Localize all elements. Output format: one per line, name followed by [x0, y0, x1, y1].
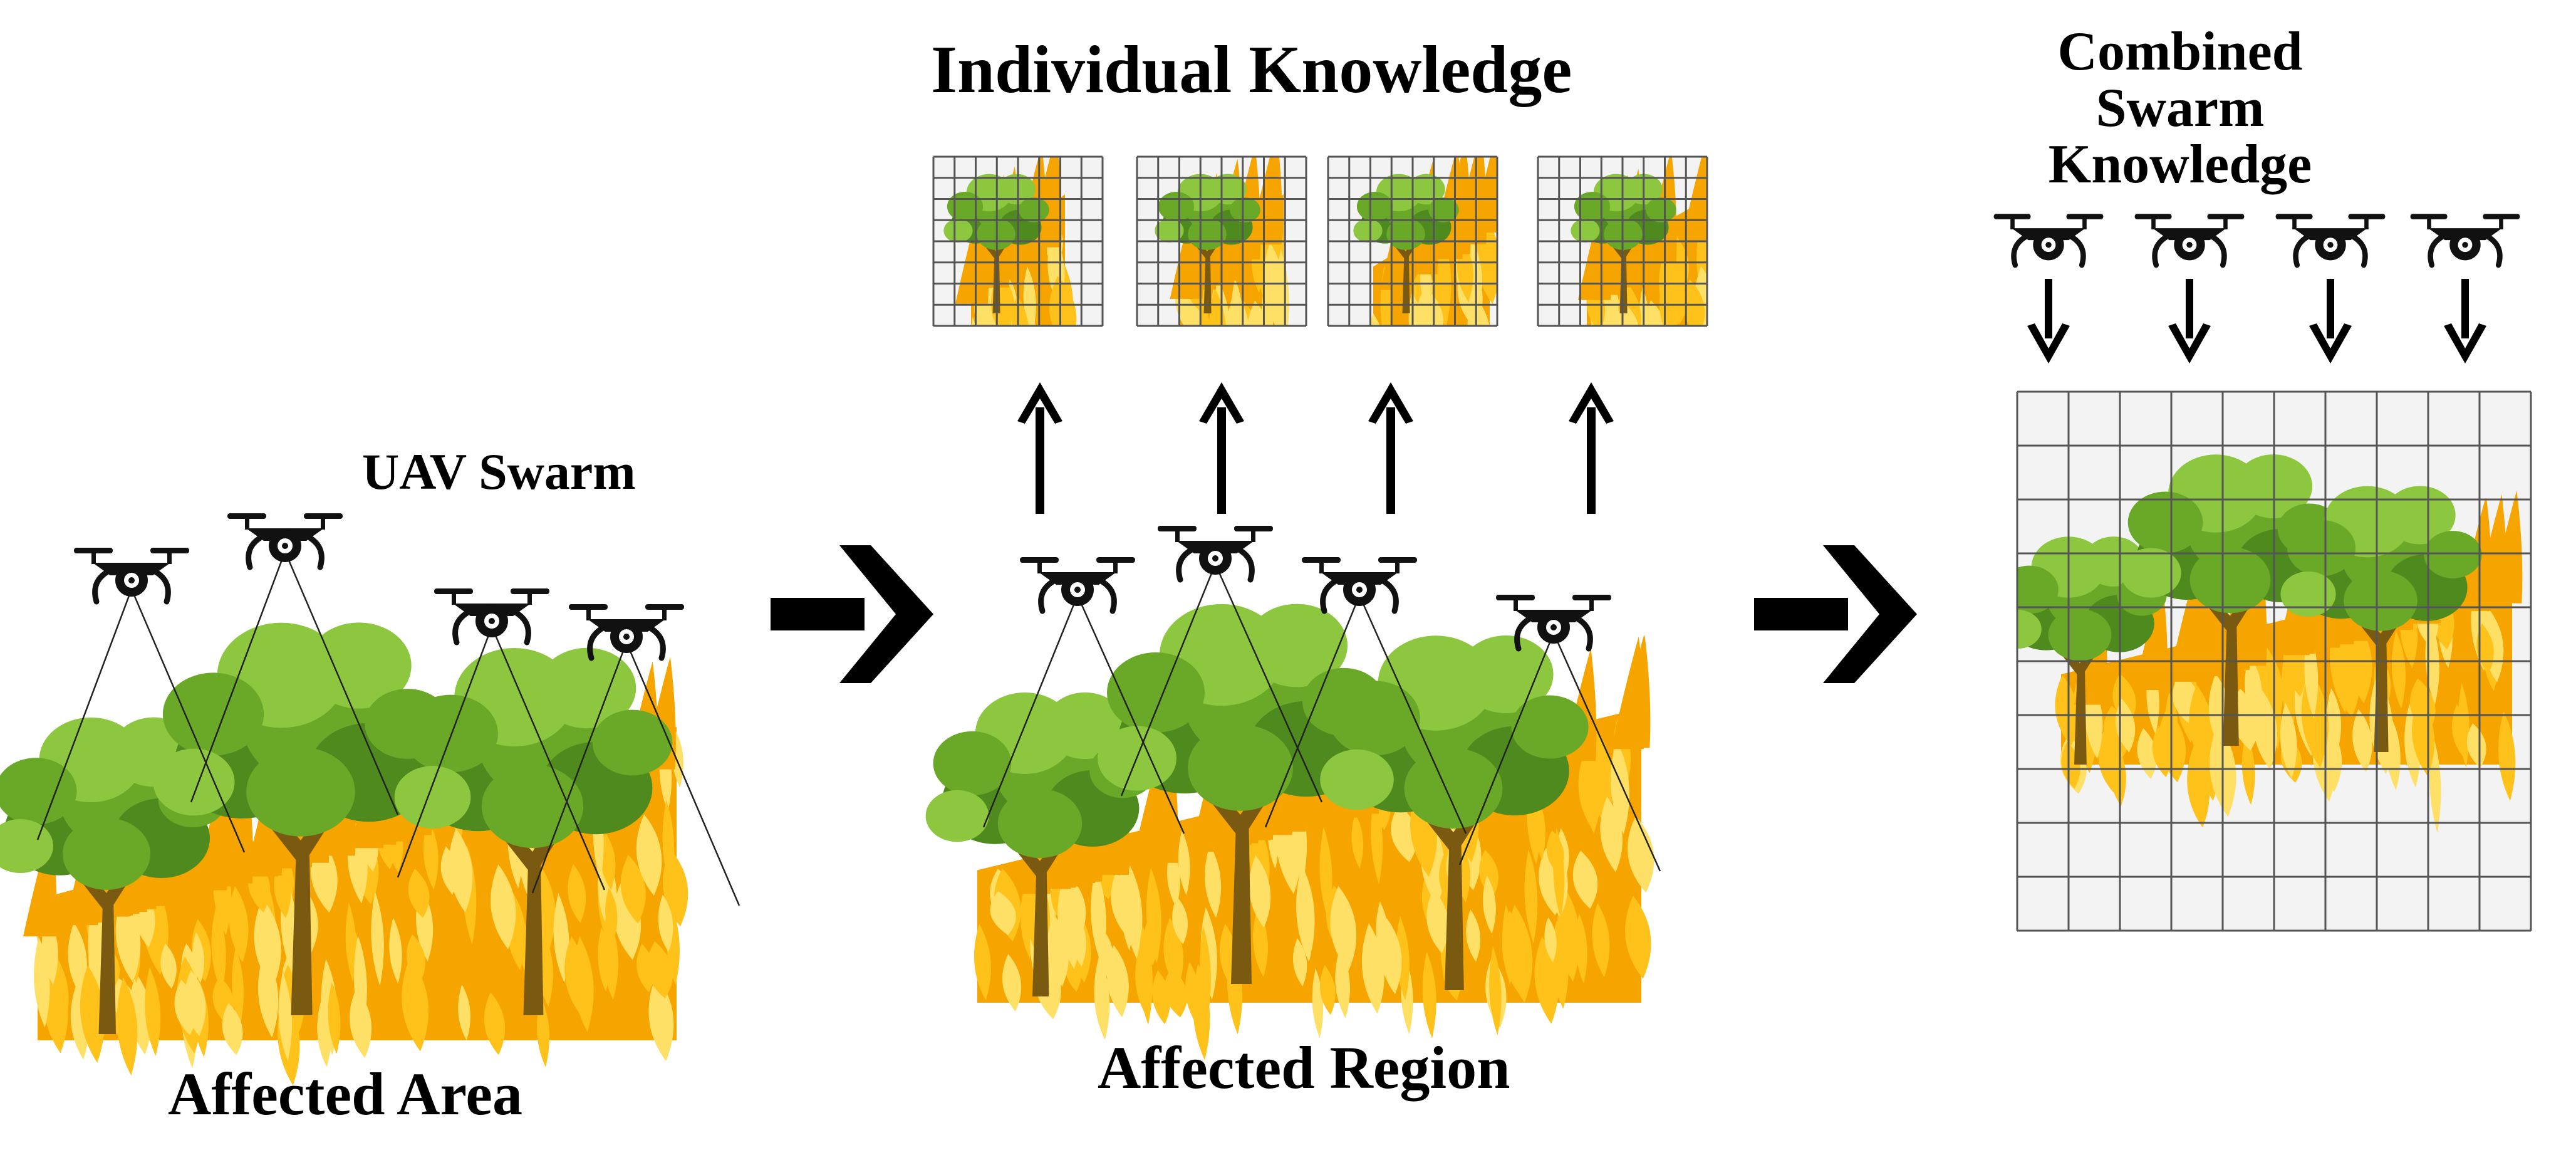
- drone-icon: [2410, 214, 2520, 268]
- tree-icon: [943, 174, 1049, 313]
- arrow-right-icon: [771, 545, 933, 683]
- drone-icon: [227, 513, 343, 570]
- affected-region-label: Affected Region: [1098, 1034, 1510, 1101]
- tree-icon: [925, 692, 1156, 996]
- arrow-down-icon: [2444, 279, 2486, 363]
- combined-swarm-knowledge-title: Combined Swarm Knowledge: [2048, 21, 2312, 195]
- drone-icon: [1993, 214, 2104, 268]
- individual-knowledge-title: Individual Knowledge: [931, 33, 1572, 107]
- tree-icon: [153, 622, 450, 1015]
- drone-icon: [2134, 214, 2245, 268]
- affected-area-label: Affected Area: [168, 1060, 522, 1127]
- grid-map-icon: [1327, 155, 1498, 327]
- arrow-up-icon: [1368, 382, 1413, 514]
- affected-area-scene: [0, 513, 740, 1085]
- tree-icon: [394, 647, 673, 1015]
- affected-region-scene: [925, 526, 1661, 1060]
- drone-icon: [2275, 214, 2386, 268]
- drone-icon: [1496, 595, 1611, 652]
- drone-icon: [1020, 557, 1135, 614]
- tree-icon: [2280, 486, 2482, 752]
- drone-icon: [1158, 526, 1273, 583]
- arrow-up-icon: [1569, 382, 1614, 514]
- drone-icon: [74, 548, 189, 605]
- drone-icon: [569, 604, 684, 661]
- arrow-down-icon: [2309, 279, 2352, 363]
- grid-map-icon: [1537, 155, 1708, 327]
- arrow-down-icon: [2168, 279, 2211, 363]
- grid-map-icon: [1136, 155, 1307, 327]
- grid-map-icon: [2016, 390, 2532, 932]
- arrow-right-icon: [1754, 545, 1917, 683]
- tree-icon: [1320, 635, 1589, 990]
- uav-swarm-label: UAV Swarm: [362, 443, 636, 500]
- drone-icon: [1302, 557, 1417, 614]
- grid-map-icon: [932, 155, 1104, 327]
- arrow-up-icon: [1199, 382, 1244, 514]
- drone-icon: [434, 588, 549, 646]
- grid-map-content: [1353, 157, 1497, 326]
- arrow-down-icon: [2027, 279, 2070, 363]
- arrow-up-icon: [1017, 382, 1062, 514]
